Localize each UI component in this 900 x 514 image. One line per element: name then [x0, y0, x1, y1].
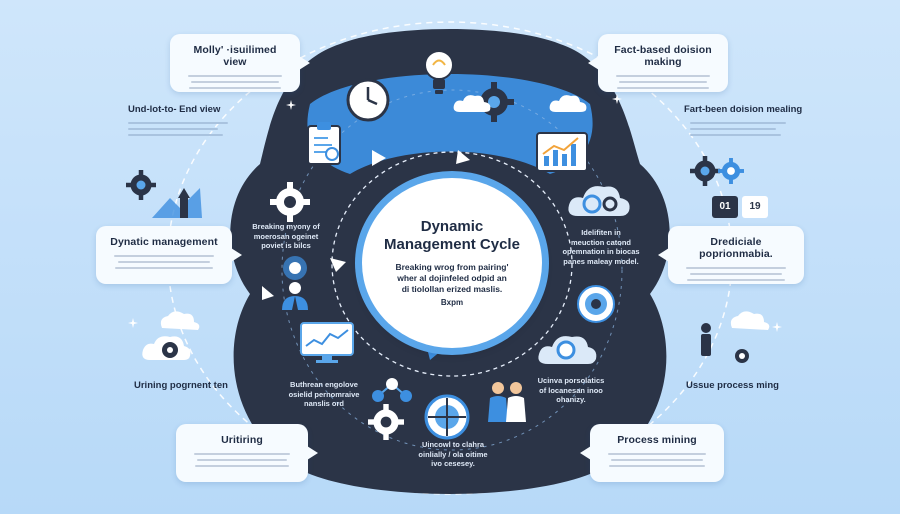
card-title: Process mining: [617, 434, 697, 446]
monitor-icon: [300, 322, 354, 363]
cycle-arrow-icon: [456, 150, 470, 164]
side-title-right-lower: Ussue process ming: [686, 380, 779, 391]
center-title-line2: Management Cycle: [384, 236, 520, 253]
sparkle-icon: [128, 318, 138, 328]
clock-icon: [346, 78, 390, 122]
side-title-left-upper: Und-lot-to- End view: [128, 104, 221, 115]
cloud-search-icon: [538, 336, 597, 364]
sparkle-icon: [286, 100, 296, 110]
counter-card: 19: [742, 196, 768, 218]
center-sub-line2: wher al dojinfeled odpid an: [397, 273, 507, 283]
center-sub-line3: di tiolollan erized maslis.: [401, 284, 503, 294]
cycle-arrow-icon: [330, 258, 346, 272]
card-bottom-right: Process mining: [580, 424, 724, 482]
network-icon: [372, 378, 412, 402]
side-title-left-lower: Urining pogrnent ten: [134, 380, 228, 391]
card-title: Drediciale poprionmabia.: [699, 236, 773, 260]
cloud-icon: [453, 95, 491, 112]
cloud-gear-icon: [142, 311, 200, 360]
cycle-arrow-icon: [426, 344, 442, 360]
side-title-right-upper: Fart-been doision mealing: [684, 104, 803, 115]
gear-icon: [718, 158, 744, 184]
side-lines-right-upper: [690, 118, 786, 140]
sparkle-icon: [772, 322, 782, 332]
center-tag: Bxpm: [440, 298, 464, 307]
lightbulb-icon: [424, 50, 454, 94]
gear-icon: [368, 404, 404, 440]
card-top-right: Fact-based doision making: [588, 34, 728, 92]
chart-icon: [536, 132, 588, 172]
card-title: Fact-based doision making: [614, 44, 712, 68]
card-title: Molly' ·isuilimed view: [193, 44, 277, 68]
gear-icon: [690, 156, 720, 186]
cloud-gear-icon: [568, 186, 630, 216]
cloud-icon: [549, 95, 587, 112]
person-target-icon: [282, 256, 308, 310]
gear-icon: [270, 182, 310, 222]
card-title: Uritiring: [221, 434, 263, 446]
target-icon: [577, 285, 615, 323]
counter-card: 01: [712, 196, 738, 218]
cycle-arrow-icon: [262, 286, 274, 300]
clipboard-icon: [307, 122, 341, 165]
counter-b: 19: [749, 201, 761, 212]
center-sub-line1: Breaking wrog from pairing': [395, 262, 509, 272]
growth-arrows-icon: [152, 188, 202, 218]
card-top-left: Molly' ·isuilimed view: [170, 34, 310, 92]
gear-icon: [126, 170, 156, 200]
card-title: Dynatic management: [110, 236, 218, 248]
card-bottom-left: Uritiring: [176, 424, 318, 482]
counter-a: 01: [719, 201, 731, 212]
card-mid-right: Drediciale poprionmabia.: [658, 226, 804, 284]
cycle-arrow-icon: [372, 150, 386, 166]
person-cloud-icon: [701, 311, 770, 363]
center-title-line1: Dynamic: [420, 218, 484, 235]
card-mid-left: Dynatic management: [96, 226, 242, 284]
center-hub: Dynamic Management Cycle Breaking wrog f…: [362, 178, 542, 348]
sparkle-icon: [612, 94, 622, 104]
side-lines-left-upper: [128, 118, 228, 140]
target-icon: [424, 394, 470, 440]
people-icon: [488, 382, 526, 422]
